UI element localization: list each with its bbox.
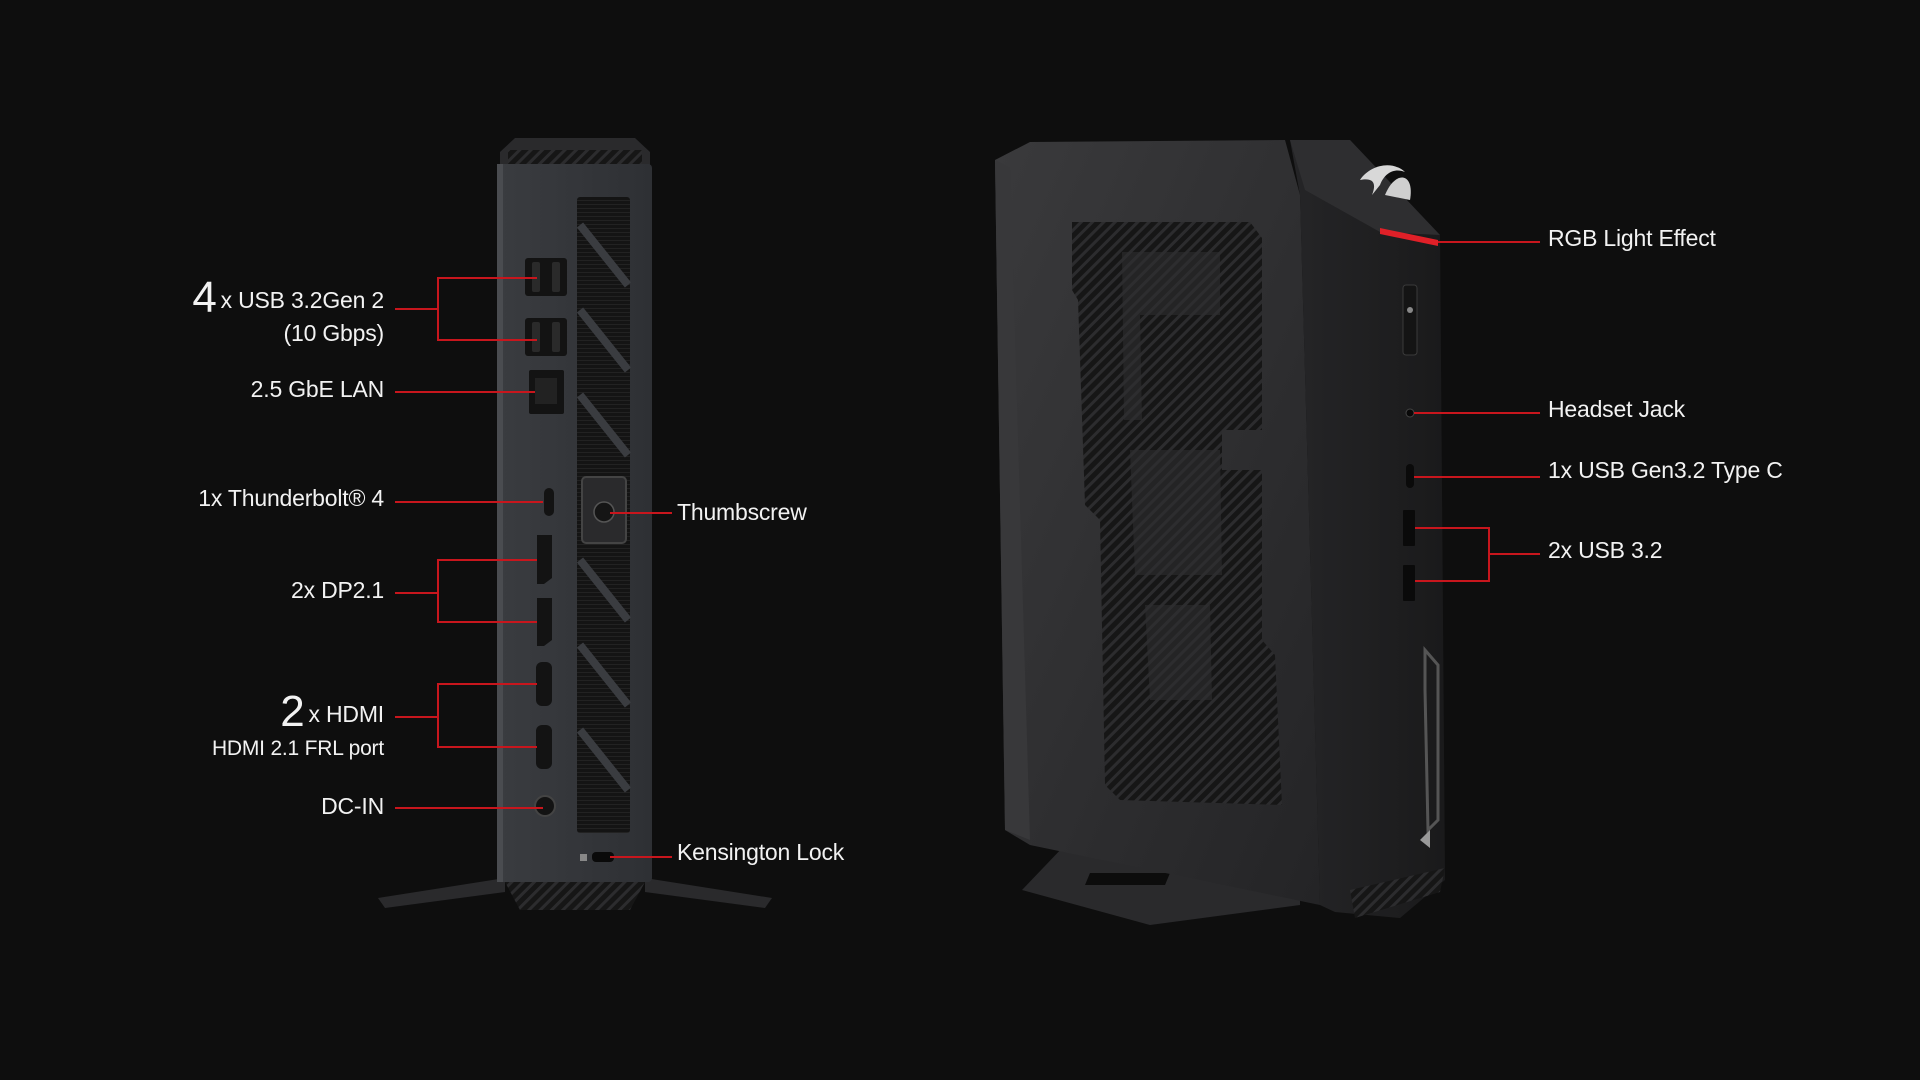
rgb-light-label: RGB Light Effect — [1548, 225, 1716, 251]
lan-label: 2.5 GbE LAN — [250, 376, 385, 402]
usb-gen2-count: 4 — [192, 273, 217, 322]
usb-32-label: 2x USB 3.2 — [1548, 537, 1663, 563]
hdmi-count: 2 — [280, 687, 305, 736]
kensington-lock-label: Kensington Lock — [677, 839, 845, 865]
headset-jack-label: Headset Jack — [1548, 396, 1685, 422]
rear-view-device — [378, 138, 772, 910]
displayport-label: 2x DP2.1 — [290, 577, 384, 603]
side-view-device — [995, 140, 1445, 925]
usb-gen2-speed: (10 Gbps) — [283, 320, 385, 346]
thumbscrew-label: Thumbscrew — [677, 499, 807, 525]
usb-type-c-label: 1x USB Gen3.2 Type C — [1548, 457, 1783, 483]
thunderbolt-label: 1x Thunderbolt® 4 — [198, 485, 384, 511]
hdmi-frl-label: HDMI 2.1 FRL port — [211, 737, 384, 760]
dc-in-label: DC-IN — [321, 793, 384, 819]
